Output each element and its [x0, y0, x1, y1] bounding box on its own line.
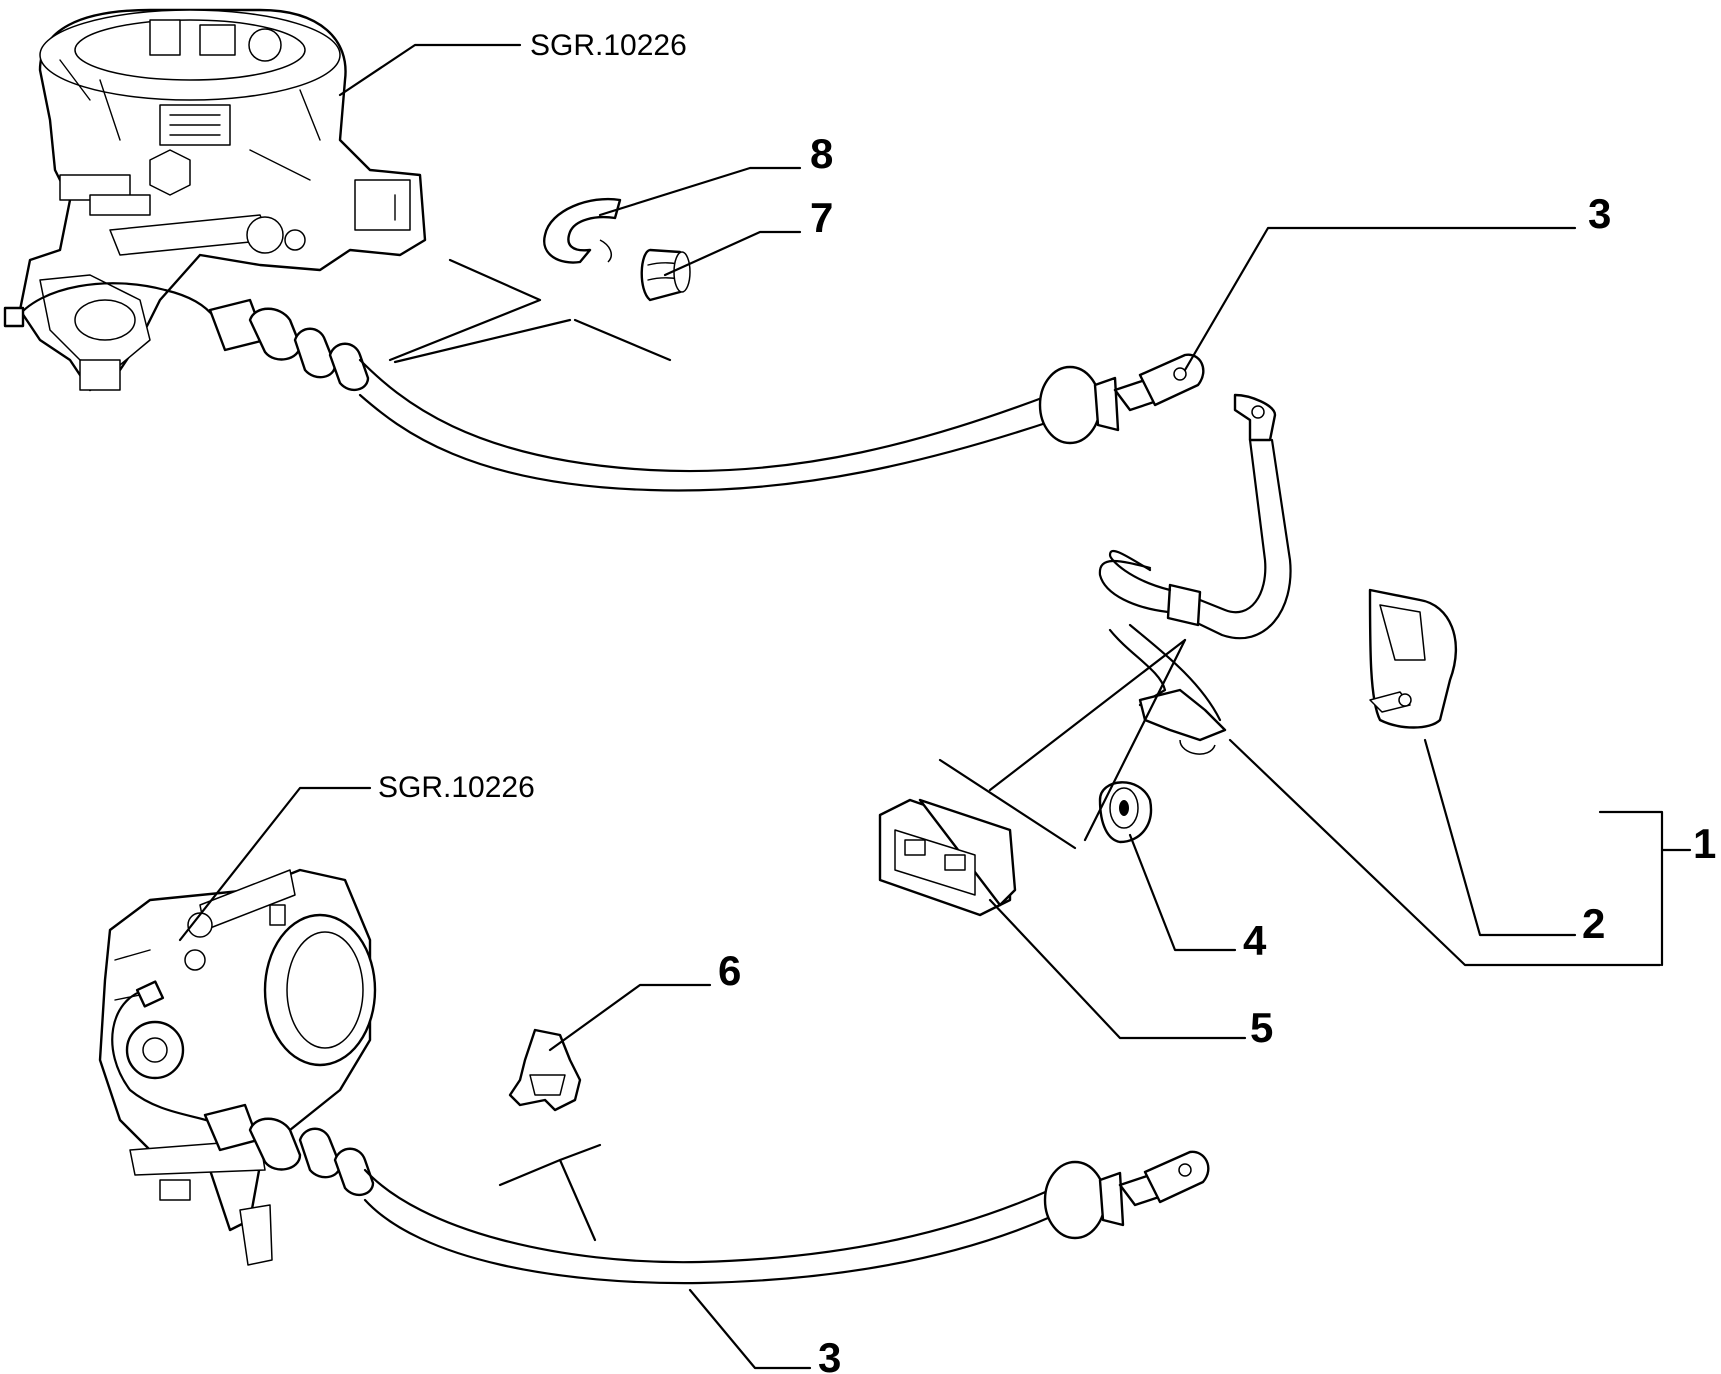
explode-line-pedal-b [938, 758, 1077, 850]
callout-2: 2 [1582, 900, 1605, 947]
callout-3-top: 3 [1588, 190, 1611, 237]
callout-4: 4 [1243, 917, 1267, 964]
part-5-pad [878, 798, 1017, 917]
explode-line-pedal-c [1083, 638, 1187, 842]
linkage-wire-top [13, 282, 217, 322]
callout-7: 7 [810, 194, 833, 241]
ref-label-bottom: SGR.10226 [378, 771, 535, 804]
wire-end-top [3, 306, 25, 328]
explode-line-bottom-a [498, 1158, 597, 1242]
explode-line-pedal-a [988, 638, 1187, 792]
part-8-clip [543, 197, 622, 264]
callout-1: 1 [1693, 820, 1716, 867]
part-4-bush [1098, 781, 1153, 844]
wire-end-bottom [135, 980, 165, 1008]
accelerator-pedal-rod [1098, 393, 1292, 755]
explode-line-top-a [388, 258, 542, 362]
accelerator-cable-top [208, 298, 1205, 492]
explode-line-top-c [393, 318, 572, 364]
callout-6: 6 [718, 947, 741, 994]
explode-line-bottom-b [558, 1143, 602, 1162]
accelerator-cable-bottom [203, 1103, 1210, 1285]
throttle-body-bottom [98, 868, 377, 1266]
leader-lines [178, 43, 1692, 1370]
explode-line-top-b [573, 318, 672, 362]
throttle-body-top [18, 8, 427, 392]
part-6-clip [508, 1028, 582, 1112]
part-2-bracket [1368, 588, 1458, 729]
ref-label-top: SGR.10226 [530, 29, 687, 62]
linkage-wire-bottom [111, 988, 222, 1127]
callout-3-bottom: 3 [818, 1334, 841, 1374]
callout-8: 8 [810, 130, 833, 177]
callout-5: 5 [1250, 1004, 1273, 1051]
